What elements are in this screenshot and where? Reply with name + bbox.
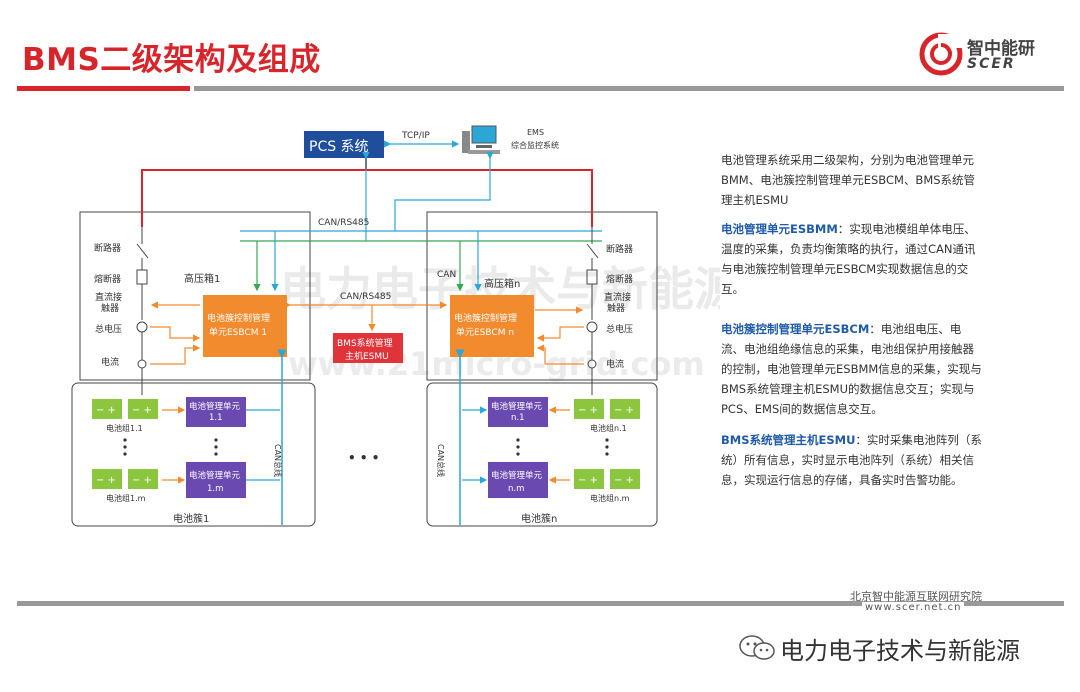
right-label-contactor-2: 触器 [607, 304, 626, 314]
svg-text:− +: − + [96, 405, 116, 416]
bmm-n-m-label-1: 电池管理单元 [491, 471, 543, 481]
left-label-contactor-1: 直流接 [95, 293, 123, 303]
right-label-breaker: 断路器 [606, 245, 634, 255]
pack-1-1-label: 电池组1.1 [106, 424, 143, 433]
bmm-n-m-label-2: n.m [508, 484, 525, 494]
ems-label-2: 综合监控系统 [511, 141, 559, 150]
right-label-fuse: 熔断器 [606, 275, 634, 285]
computer-icon [462, 125, 500, 154]
esbcm-1-box [203, 295, 287, 357]
can-rs485-mid-label: CAN/RS485 [340, 292, 392, 302]
svg-text:− +: − + [578, 405, 598, 416]
svg-text:− +: − + [132, 405, 152, 416]
wechat-icon [739, 635, 775, 660]
footer-rule [17, 601, 1064, 606]
description-intro: 电池管理系统采用二级架构，分别为电池管理单元BMM、电池簇控制管理单元ESBCM… [721, 153, 976, 207]
description-esmu-title: BMS系统管理主机ESMU [721, 433, 856, 447]
header-rule-red [17, 86, 190, 91]
hv-box-n-label: 高压箱n [484, 279, 521, 290]
bmm-1-m-label-1: 电池管理单元 [189, 471, 241, 481]
bmm-1-1-box [186, 397, 246, 427]
esbcm-n-label-2: 单元ESBCM n [456, 328, 515, 338]
bmm-n-1-box [488, 397, 548, 427]
ellipsis: • • • [348, 451, 380, 465]
cluster-box-1 [71, 382, 316, 527]
tcpip-label: TCP/IP [402, 131, 430, 141]
battery-icon [92, 399, 640, 489]
left-label-fuse: 熔断器 [94, 275, 122, 285]
bmm-1-m-label-2: 1.m [207, 484, 224, 494]
bmm-1-m-box [186, 462, 246, 498]
header-rule-gray [194, 86, 1064, 91]
cluster-1-label: 电池簇1 [173, 514, 210, 525]
description-esmu-text: ：实时采集电池阵列（系统）所有信息，实时显示电池阵列（系统）相关信息，实现运行信… [721, 433, 982, 487]
bmm-1-1-label-2: 1.1 [209, 413, 223, 423]
scer-logo-icon [919, 32, 964, 76]
can-bus-1-label: CAN总线 [273, 444, 282, 478]
pack-n-1-label: 电池组n.1 [590, 424, 627, 433]
left-label-voltage: 总电压 [95, 325, 123, 335]
bmm-n-1-label-1: 电池管理单元 [491, 402, 543, 412]
hv-box-1 [79, 211, 311, 381]
esmu-label-1: BMS系统管理 [337, 339, 393, 349]
right-label-voltage: 总电压 [606, 325, 634, 335]
bms-architecture-diagram: 电力电子技术与新能源 www.21micro-grid.com [71, 125, 720, 527]
left-label-contactor-2: 触器 [101, 304, 120, 314]
page-title: BMS二级架构及组成 [22, 42, 321, 78]
logo-abbr: SCER [967, 56, 1016, 72]
footer-org: 北京智中能源互联网研究院 [850, 590, 982, 603]
right-label-contactor-1: 直流接 [604, 293, 632, 303]
svg-text:− +: − + [614, 475, 634, 486]
pack-n-m-label: 电池组n.m [590, 494, 630, 503]
ems-label-1: EMS [527, 128, 545, 137]
hv-box-n [426, 211, 658, 381]
description-bmm-text: ：实现电池模组单体电压、温度的采集，负责均衡策略的执行，通过CAN通讯与电池簇控… [721, 222, 976, 296]
bmm-n-m-box [488, 462, 548, 498]
svg-text:− +: − + [614, 405, 634, 416]
esmu-label-2: 主机ESMU [345, 352, 389, 362]
description-esbcm: 电池簇控制管理单元ESBCM：电池组电压、电流、电池组绝缘信息的采集，电池组保护… [721, 319, 983, 419]
description-bmm-title: 电池管理单元ESBMM [721, 222, 838, 236]
esmu-box [333, 333, 403, 363]
logo-name: 智中能研 [967, 39, 1035, 59]
bmm-1-1-label-1: 电池管理单元 [189, 402, 241, 412]
esbcm-1-label-1: 电池簇控制管理 [207, 314, 271, 324]
can-rs485-top-label: CAN/RS485 [318, 218, 370, 228]
left-label-current: 电流 [101, 358, 120, 368]
svg-text:− +: − + [96, 475, 116, 486]
footer-url[interactable]: www.scer.net.cn [862, 602, 965, 613]
pcs-label: PCS 系统 [309, 139, 369, 155]
svg-text:− +: − + [578, 475, 598, 486]
cluster-box-n [426, 382, 658, 527]
bmm-n-1-label-2: n.1 [511, 413, 525, 423]
description-bmm: 电池管理单元ESBMM：实现电池模组单体电压、温度的采集，负责均衡策略的执行，通… [721, 219, 983, 299]
svg-text:− +: − + [132, 475, 152, 486]
esbcm-n-box [450, 295, 534, 357]
pack-1-m-label: 电池组1.m [106, 494, 146, 503]
can-bus-n-label: CAN总线 [436, 444, 445, 478]
description-esmu: BMS系统管理主机ESMU：实时采集电池阵列（系统）所有信息，实时显示电池阵列（… [721, 430, 983, 490]
pcs-box [304, 131, 384, 158]
left-label-breaker: 断路器 [94, 244, 122, 254]
description-esbcm-text: ：电池组电压、电流、电池组绝缘信息的采集，电池组保护用接触器的控制，电池管理单元… [721, 322, 982, 416]
right-label-current: 电流 [606, 360, 625, 370]
cluster-n-label: 电池簇n [521, 514, 558, 525]
description-esbcm-title: 电池簇控制管理单元ESBCM [721, 322, 870, 336]
esbcm-n-label-1: 电池簇控制管理 [454, 314, 518, 324]
hv-box-1-label: 高压箱1 [184, 274, 221, 285]
wechat-account-name: 电力电子技术与新能源 [780, 637, 1020, 665]
can-label: CAN [437, 270, 457, 280]
esbcm-1-label-2: 单元ESBCM 1 [209, 328, 268, 338]
